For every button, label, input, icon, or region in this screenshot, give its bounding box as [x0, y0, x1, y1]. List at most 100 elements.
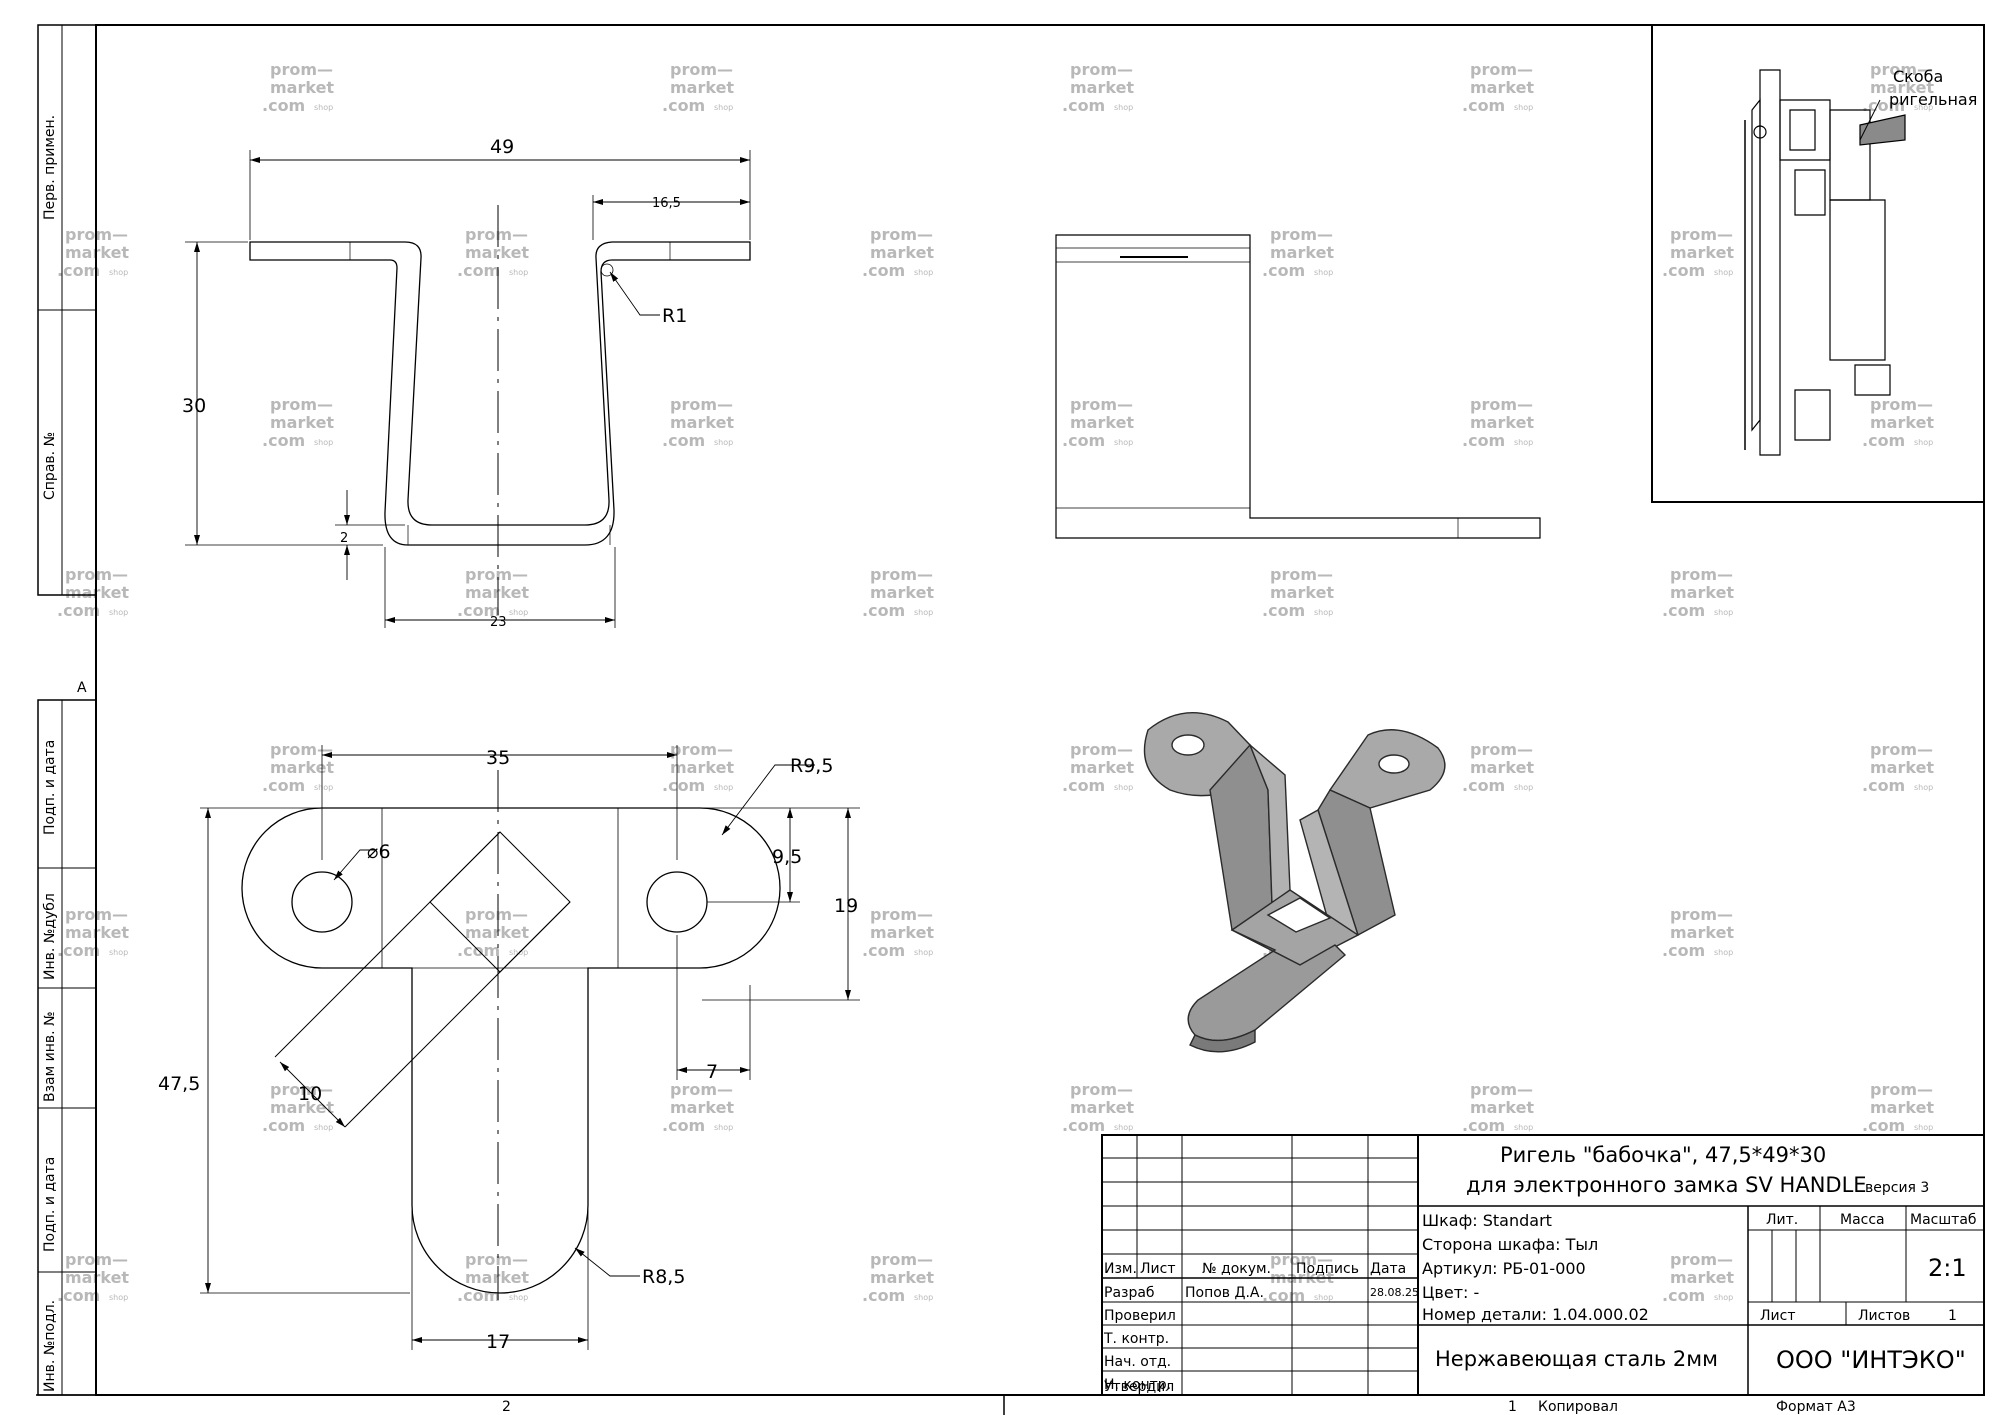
svg-text:market: market — [65, 1268, 129, 1287]
svg-text:prom—: prom— — [465, 1250, 528, 1269]
svg-text:shop: shop — [1314, 268, 1333, 277]
dim-bot-hole: ⌀6 — [367, 841, 391, 863]
header-izm: Изм. — [1104, 1261, 1137, 1277]
svg-text:.com: .com — [862, 261, 905, 280]
inset-label: Скоба ригельная — [1889, 67, 1977, 109]
svg-text:shop: shop — [914, 268, 933, 277]
header-data: Дата — [1370, 1261, 1406, 1277]
svg-text:market: market — [1470, 758, 1534, 777]
svg-text:market: market — [870, 243, 934, 262]
svg-text:prom—: prom— — [1070, 60, 1133, 79]
svg-text:shop: shop — [1314, 1293, 1333, 1302]
svg-text:.com: .com — [57, 1286, 100, 1305]
spec-storona: Сторона шкафа: Тыл — [1422, 1235, 1598, 1254]
side-elevation-view — [1055, 234, 1541, 539]
svg-text:prom—: prom— — [870, 225, 933, 244]
svg-text:prom—: prom— — [670, 1080, 733, 1099]
svg-text:shop: shop — [109, 948, 128, 957]
svg-text:.com: .com — [57, 941, 100, 960]
svg-text:shop: shop — [1714, 268, 1733, 277]
role-utverdil-visible: Утвердил — [1104, 1379, 1174, 1395]
svg-text:market: market — [670, 758, 734, 777]
svg-text:shop: shop — [314, 438, 333, 447]
svg-text:shop: shop — [1714, 1293, 1733, 1302]
svg-text:.com: .com — [1862, 1116, 1905, 1135]
assembly-inset — [1651, 24, 1985, 503]
dim-bot-19: 19 — [834, 895, 858, 917]
dim-top-width: 49 — [490, 136, 514, 158]
svg-text:prom—: prom— — [1270, 565, 1333, 584]
svg-text:prom—: prom— — [1070, 1080, 1133, 1099]
massa-label: Масса — [1840, 1212, 1885, 1228]
svg-text:prom—: prom— — [670, 60, 733, 79]
label-vzam-inv: Взам инв. № — [42, 1011, 58, 1102]
svg-text:shop: shop — [314, 103, 333, 112]
svg-text:prom—: prom— — [870, 565, 933, 584]
footer-page-number: 2 — [502, 1399, 511, 1415]
svg-text:prom—: prom— — [1270, 1250, 1333, 1269]
svg-text:prom—: prom— — [1470, 395, 1533, 414]
dim-top-height: 30 — [182, 395, 206, 417]
svg-text:market: market — [270, 413, 334, 432]
svg-text:.com: .com — [662, 96, 705, 115]
svg-text:shop: shop — [1914, 783, 1933, 792]
svg-text:.com: .com — [262, 776, 305, 795]
svg-text:prom—: prom— — [1870, 740, 1933, 759]
svg-text:prom—: prom— — [670, 740, 733, 759]
svg-text:market: market — [465, 1268, 529, 1287]
footer-format: Формат А3 — [1776, 1399, 1856, 1415]
svg-text:shop: shop — [109, 1293, 128, 1302]
svg-text:prom—: prom— — [465, 905, 528, 924]
company: ООО "ИНТЭКО" — [1776, 1346, 1966, 1374]
svg-text:.com: .com — [1862, 96, 1905, 115]
plan-view-dimensions: 35 R9,5 ⌀6 9,5 19 47,5 7 10 R8,5 17 — [158, 747, 858, 1353]
svg-text:prom—: prom— — [1470, 60, 1533, 79]
svg-text:prom—: prom— — [870, 905, 933, 924]
listov-label: Листов — [1858, 1308, 1910, 1324]
svg-text:market: market — [65, 583, 129, 602]
profile-view-dimensions: 49 16,5 R1 30 2 23 — [182, 136, 687, 630]
svg-text:shop: shop — [509, 608, 528, 617]
dim-bot-height: 47,5 — [158, 1073, 200, 1095]
spec-cvet: Цвет: - — [1422, 1283, 1479, 1302]
svg-text:market: market — [1870, 1098, 1934, 1117]
svg-text:shop: shop — [314, 1123, 333, 1132]
svg-text:.com: .com — [862, 601, 905, 620]
svg-text:shop: shop — [1114, 783, 1133, 792]
svg-text:shop: shop — [1114, 438, 1133, 447]
svg-text:prom—: prom— — [1870, 395, 1933, 414]
svg-text:prom—: prom— — [465, 225, 528, 244]
label-sprav-no: Справ. № — [42, 432, 58, 500]
svg-text:shop: shop — [1714, 948, 1733, 957]
svg-text:shop: shop — [314, 783, 333, 792]
drawing-title-line2: для электронного замка SV HANDLE — [1466, 1173, 1867, 1197]
svg-text:.com: .com — [1662, 941, 1705, 960]
footer-kopiroval: Копировал — [1538, 1399, 1618, 1415]
profile-view — [185, 150, 751, 628]
svg-text:market: market — [1470, 413, 1534, 432]
svg-text:prom—: prom— — [1070, 395, 1133, 414]
svg-text:shop: shop — [109, 608, 128, 617]
svg-text:market: market — [465, 923, 529, 942]
dim-bot-17: 17 — [486, 1331, 510, 1353]
svg-text:shop: shop — [1914, 438, 1933, 447]
inset-label-line2: ригельная — [1889, 90, 1977, 109]
svg-text:shop: shop — [1314, 608, 1333, 617]
svg-text:shop: shop — [914, 608, 933, 617]
